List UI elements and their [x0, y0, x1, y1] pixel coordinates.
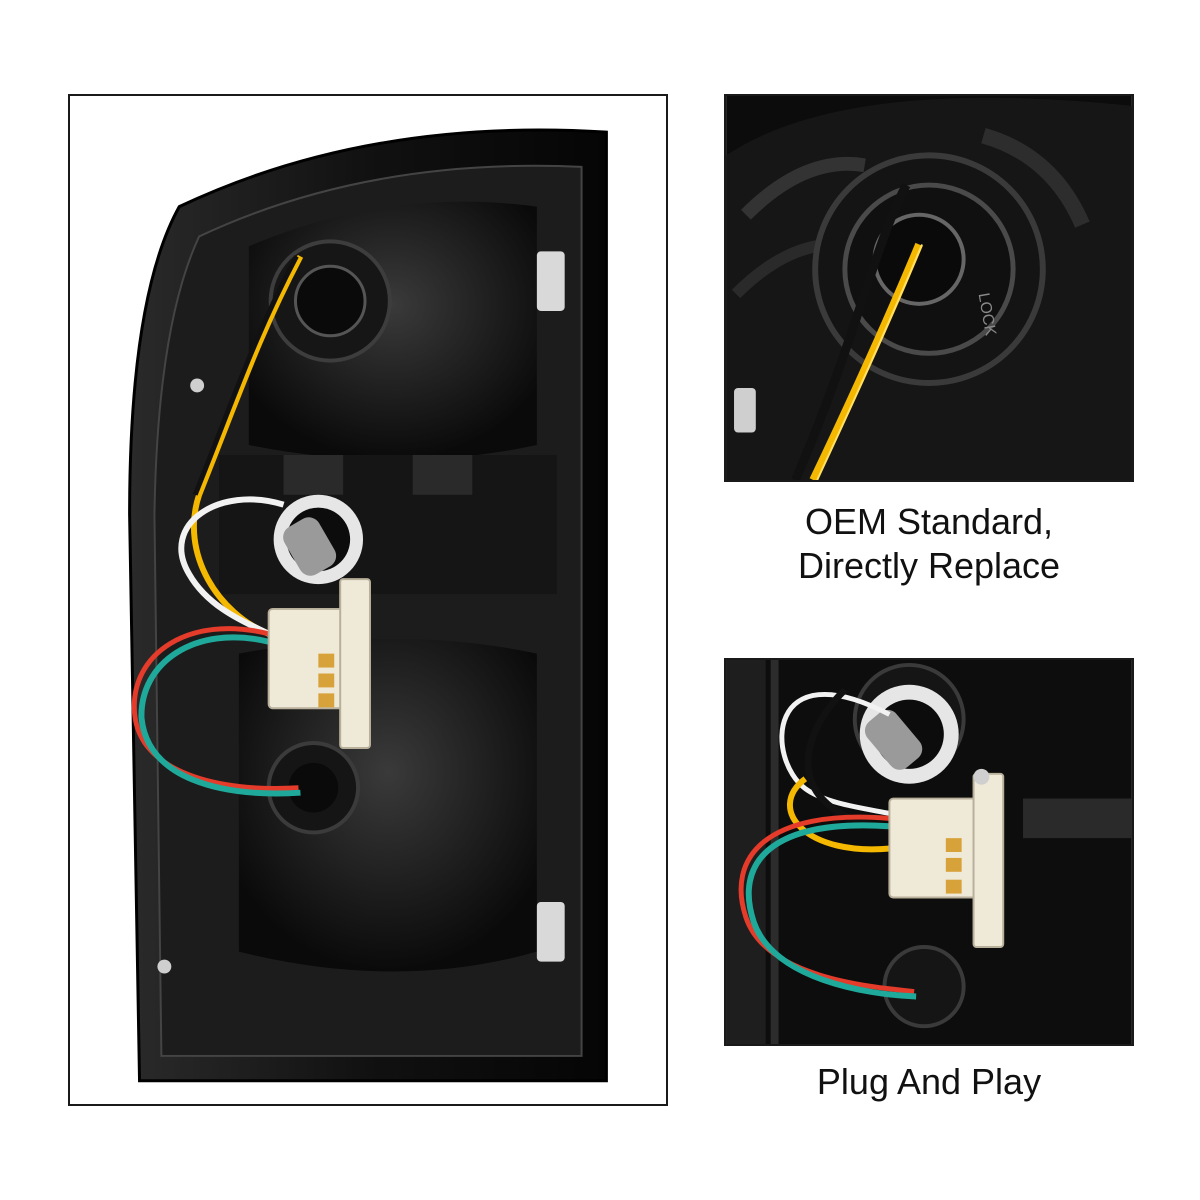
tail-light-back-image	[128, 128, 608, 1083]
plug-and-play-caption: Plug And Play	[816, 1061, 1042, 1102]
caption-line-2: Directly Replace	[797, 545, 1061, 586]
main-product-photo	[68, 94, 668, 1106]
wire-connector-closeup-image	[726, 660, 1132, 1044]
bulb-socket-closeup-image: LOCK	[726, 96, 1132, 480]
connector-closeup-photo	[724, 658, 1134, 1046]
socket-closeup-photo: LOCK	[724, 94, 1134, 482]
caption-line-1: OEM Standard,	[804, 501, 1054, 542]
oem-standard-caption: OEM Standard, Directly Replace	[724, 500, 1134, 588]
